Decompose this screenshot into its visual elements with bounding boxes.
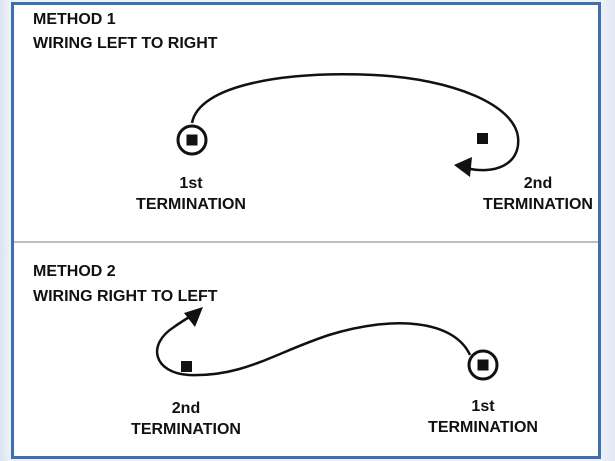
method1-arrowhead-icon	[454, 157, 472, 177]
method2-first-terminal-post-icon	[477, 359, 489, 371]
method2-second-termination-label: 2nd TERMINATION	[131, 400, 241, 439]
method2-second-termination-text: TERMINATION	[131, 421, 241, 438]
method1-subtitle: WIRING LEFT TO RIGHT	[33, 35, 218, 52]
method1-second-termination-text: TERMINATION	[483, 196, 593, 213]
method1-second-ordinal: 2nd	[523, 175, 553, 192]
method1-second-terminal	[477, 133, 488, 144]
method2-first-termination-label: 1st TERMINATION	[428, 398, 538, 437]
method2-wire-path	[155, 314, 472, 377]
method2-second-ordinal: 2nd	[171, 400, 201, 417]
method2-arrowhead-icon	[184, 307, 203, 327]
method2-first-ordinal: 1st	[471, 398, 495, 415]
method1-title: METHOD 1	[33, 11, 116, 28]
method1-first-termination-label: 1st TERMINATION	[136, 175, 246, 214]
method2-wire	[155, 307, 472, 377]
method2-second-terminal-post-icon	[181, 361, 192, 372]
method1-first-ordinal: 1st	[179, 175, 203, 192]
method2-subtitle: WIRING RIGHT TO LEFT	[33, 288, 218, 305]
method1-first-termination-text: TERMINATION	[136, 196, 246, 213]
section-divider	[14, 241, 598, 243]
method2-title: METHOD 2	[33, 263, 116, 280]
method1-first-terminal-post-icon	[186, 134, 198, 146]
method1-wire-path	[190, 73, 520, 172]
method2-first-terminal	[467, 349, 499, 381]
method2-first-termination-text: TERMINATION	[428, 419, 538, 436]
method1-wire	[190, 73, 520, 177]
method1-second-terminal-post-icon	[477, 133, 488, 144]
method1-second-termination-label: 2nd TERMINATION	[483, 175, 593, 214]
method2-second-terminal	[181, 361, 192, 372]
wiring-paths-drawing	[155, 73, 520, 381]
wiring-diagram-panel: METHOD 1 WIRING LEFT TO RIGHT	[11, 2, 601, 459]
method1-first-terminal	[176, 124, 208, 156]
